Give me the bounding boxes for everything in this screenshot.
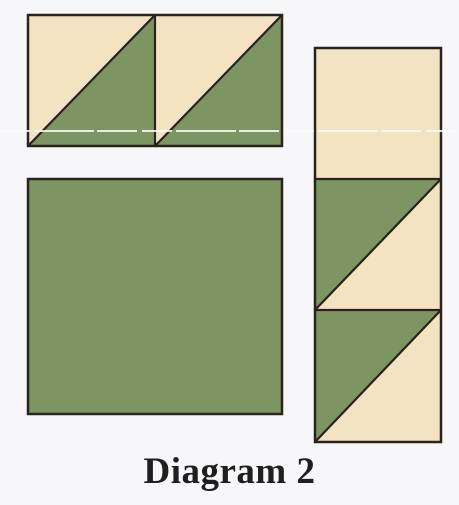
strip-cream-square bbox=[315, 48, 441, 179]
hst-square-right bbox=[155, 15, 282, 146]
diagram-caption: Diagram 2 bbox=[0, 452, 459, 492]
right-vertical-strip bbox=[315, 48, 441, 442]
large-green-square bbox=[28, 179, 282, 414]
hst-square-left bbox=[28, 15, 155, 146]
top-left-hst-unit bbox=[28, 15, 282, 146]
large-green-square-fill bbox=[28, 179, 282, 414]
